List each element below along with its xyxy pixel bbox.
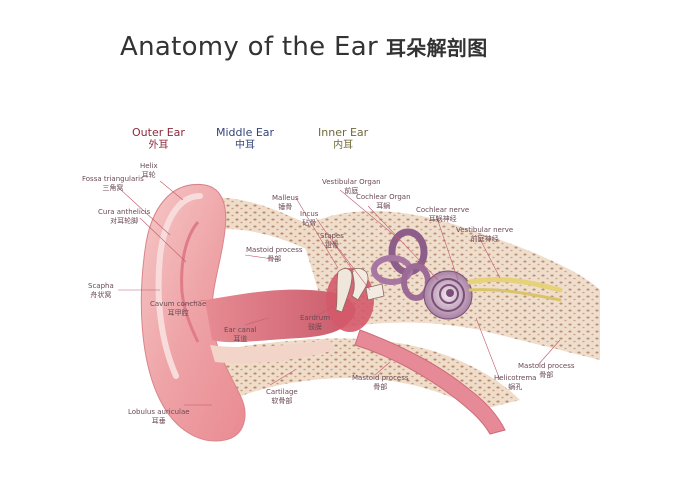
incus-shape: [351, 268, 369, 301]
auditory-nerve-shape: [467, 277, 563, 293]
label-cartilage-en: Cartilage: [266, 388, 298, 396]
label-cochlear-en: Cochlear Organ: [356, 193, 411, 201]
label-vestibular-en: Vestibular Organ: [322, 178, 381, 186]
label-incus-zh: 砧骨: [302, 219, 317, 227]
label-mastoid2-en: Mastoid process: [352, 374, 409, 382]
label-mastoid2-zh: 骨部: [373, 383, 388, 391]
label-helicotrema-zh: 蜗孔: [508, 383, 523, 391]
label-scapha-zh: 舟状窝: [90, 291, 112, 299]
label-mastoid3-zh: 骨部: [539, 371, 554, 379]
upper-bone-shape: [200, 197, 340, 260]
leader-lines: [118, 180, 561, 406]
label-scapha-en: Scapha: [88, 282, 114, 290]
section-outer-ear-zh: 外耳: [148, 140, 169, 151]
label-cavum-en: Cavum conchae: [150, 300, 207, 308]
label-vestnerve-zh: 前庭神经: [470, 235, 499, 243]
eustachian-tube-shape: [354, 329, 506, 435]
label-lobulus-zh: 耳垂: [151, 417, 166, 425]
label-lobulus-en: Lobulus auriculae: [128, 408, 190, 416]
label-mastoid1-zh: 骨部: [267, 255, 282, 263]
label-eardrum-en: Eardrum: [300, 314, 331, 322]
canal-cartilage-shape: [210, 340, 335, 364]
label-incus-en: Incus: [300, 210, 319, 218]
label-malleus-zh: 锤骨: [278, 203, 293, 211]
label-stapes-en: Stapes: [320, 232, 344, 240]
section-outer-ear-label: Outer Ear: [132, 126, 185, 139]
label-helix-en: Helix: [140, 162, 158, 170]
stapes-shape: [365, 283, 385, 301]
label-mastoid3-en: Mastoid process: [518, 362, 575, 370]
section-inner-ear-label: Inner Ear: [318, 126, 369, 139]
label-cochnerve-en: Cochlear nerve: [416, 206, 470, 214]
label-stapes-zh: 镫骨: [324, 241, 339, 249]
malleus-shape: [335, 268, 353, 313]
label-fossa-en: Fossa triangularis: [82, 175, 144, 183]
label-mastoid1-en: Mastoid process: [246, 246, 303, 254]
section-inner-ear-zh: 内耳: [333, 140, 354, 151]
label-cartilage-zh: 软骨部: [271, 397, 293, 405]
title-chinese: 耳朵解剖图: [386, 36, 488, 60]
section-outer-ear: Outer Ear 外耳: [132, 126, 185, 152]
label-ear-canal-zh: 耳道: [233, 335, 248, 343]
label-cavum-zh: 耳甲腔: [167, 309, 189, 317]
antihelix-shape: [180, 221, 200, 343]
section-middle-ear-label: Middle Ear: [216, 126, 275, 139]
label-malleus-en: Malleus: [272, 194, 299, 202]
section-middle-ear-zh: 中耳: [235, 140, 256, 151]
label-vestibular-zh: 前庭: [344, 187, 359, 195]
page-title: Anatomy of the Ear 耳朵解剖图: [120, 32, 488, 62]
ear-canal-shape: [205, 289, 356, 343]
helix-fold-shape: [155, 193, 203, 379]
label-eardrum-zh: 鼓膜: [308, 323, 323, 331]
label-vestnerve-en: Vestibular nerve: [456, 226, 514, 234]
label-fossa-zh: 三角窝: [102, 184, 124, 192]
label-cochlear-zh: 耳蜗: [376, 202, 391, 210]
label-cochnerve-zh: 耳蜗神经: [428, 215, 457, 223]
title-english: Anatomy of the Ear: [120, 32, 378, 62]
section-inner-ear: Inner Ear 内耳: [318, 126, 368, 152]
label-helicotrema-en: Helicotrema: [494, 374, 537, 382]
section-middle-ear: Middle Ear 中耳: [216, 126, 274, 152]
pinna-shape: [140, 183, 246, 442]
label-crura-en: Cura anthelicis: [98, 208, 151, 216]
label-crura-zh: 对耳轮脚: [110, 217, 139, 225]
label-helix-zh: 耳轮: [141, 171, 156, 179]
label-ear-canal-en: Ear canal: [224, 326, 257, 334]
